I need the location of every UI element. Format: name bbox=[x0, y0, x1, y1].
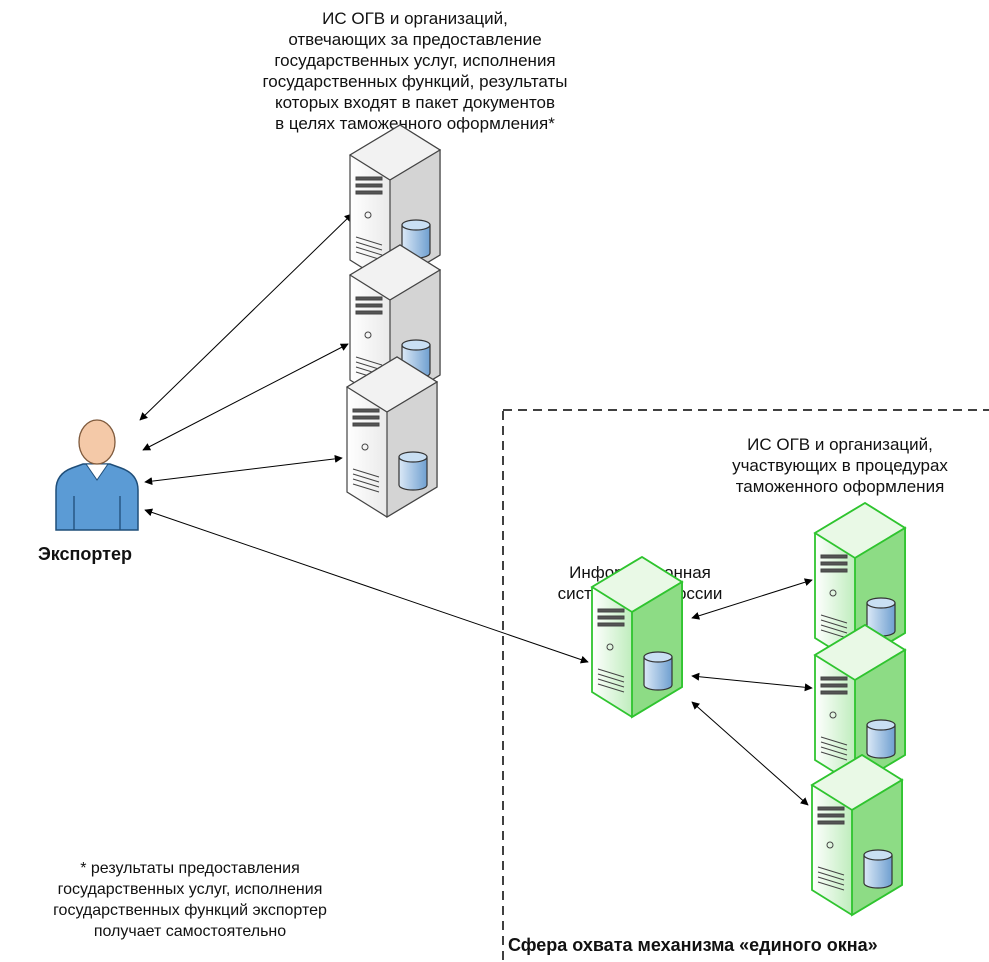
customs-partner-systems-line: участвующих в процедурах bbox=[732, 456, 948, 475]
single-window-scope-label: Сфера охвата механизма «единого окна» bbox=[508, 935, 878, 955]
database-icon bbox=[643, 651, 673, 691]
external-systems-line: в целях таможенного оформления* bbox=[275, 114, 555, 133]
footnote-line: получает самостоятельно bbox=[93, 923, 287, 940]
footnote-line: * результаты предоставления bbox=[80, 860, 300, 877]
database-icon bbox=[398, 451, 428, 491]
connector-exporter-external-1 bbox=[139, 213, 353, 421]
footnote: * результаты предоставления государствен… bbox=[0, 858, 380, 942]
connections bbox=[139, 213, 813, 806]
customs-partner-systems-label: ИС ОГВ и организаций, участвующих в проц… bbox=[690, 434, 989, 497]
server-icon bbox=[813, 501, 907, 665]
server-icon bbox=[810, 753, 904, 917]
database-icon bbox=[863, 849, 893, 889]
external-systems-line: которых входят в пакет документов bbox=[274, 93, 556, 112]
external-systems-line: отвечающих за предоставление bbox=[288, 30, 542, 49]
server-icon bbox=[590, 555, 684, 719]
connector-fts-partner-2 bbox=[691, 672, 813, 692]
connector-exporter-external-3 bbox=[144, 454, 343, 486]
database-icon bbox=[866, 719, 896, 759]
server-icon bbox=[348, 124, 442, 287]
external-systems-label: ИС ОГВ и организаций, отвечающих за пред… bbox=[205, 8, 625, 134]
connector-fts-partner-3 bbox=[691, 701, 809, 806]
exporter-label: Экспортер bbox=[37, 544, 133, 564]
footnote-line: государственных функций экспортер bbox=[53, 902, 327, 919]
user-icon bbox=[55, 419, 139, 531]
server-icon bbox=[345, 356, 439, 519]
external-systems-line: государственных услуг, исполнения bbox=[274, 51, 556, 70]
customs-partner-systems-line: таможенного оформления bbox=[735, 477, 945, 496]
fts-partner-servers bbox=[810, 501, 907, 917]
server-icon bbox=[813, 623, 907, 787]
connector-exporter-external-2 bbox=[142, 343, 349, 451]
connector-fts-partner-1 bbox=[691, 578, 813, 620]
single-window-scope-border bbox=[502, 409, 989, 962]
external-systems-line: ИС ОГВ и организаций, bbox=[322, 9, 508, 28]
connector-exporter-fts bbox=[144, 508, 589, 664]
external-systems-line: государственных функций, результаты bbox=[262, 72, 568, 91]
customs-partner-systems-line: ИС ОГВ и организаций, bbox=[747, 435, 933, 454]
fts-server bbox=[590, 555, 684, 719]
database-icon bbox=[866, 597, 896, 637]
footnote-line: государственных услуг, исполнения bbox=[57, 881, 323, 898]
external-servers bbox=[345, 124, 442, 519]
